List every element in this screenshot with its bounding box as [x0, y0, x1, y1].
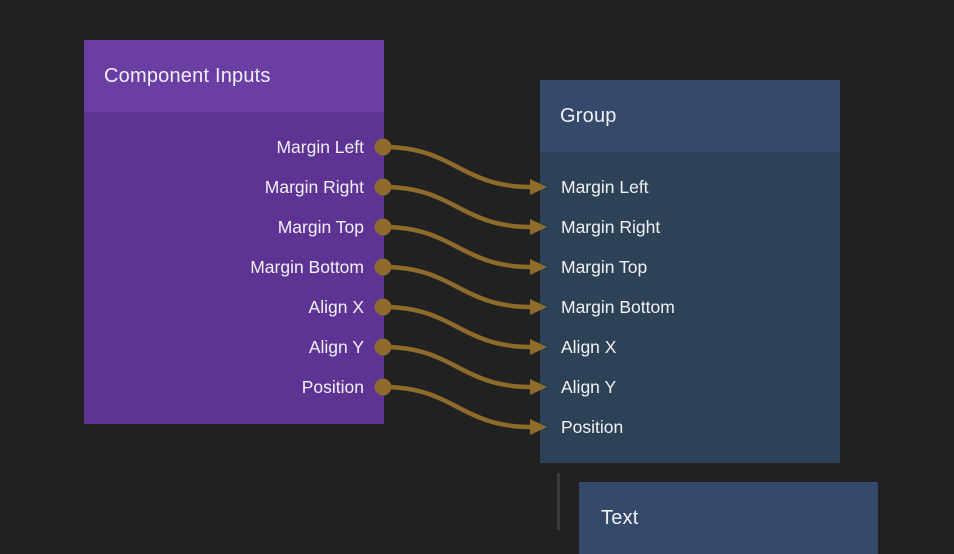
input-port-label: Align Y [561, 376, 617, 397]
input-port-align-y[interactable]: Align Y [540, 367, 840, 407]
connection-margin-right[interactable] [374, 178, 548, 236]
input-port-label: Margin Top [561, 256, 648, 277]
input-port-label: Align X [561, 336, 617, 357]
input-port-margin-top[interactable]: Margin Top [540, 247, 840, 287]
input-port-label: Margin Bottom [561, 296, 675, 317]
node-group[interactable]: Group Margin Left Margin Right Margin To… [540, 80, 840, 463]
connection-margin-top[interactable] [374, 218, 548, 276]
input-port-margin-bottom[interactable]: Margin Bottom [540, 287, 840, 327]
output-port-label: Margin Top [277, 216, 364, 237]
node-group-header[interactable]: Group [540, 80, 840, 152]
output-port-label: Margin Bottom [250, 256, 364, 277]
node-component-inputs-header[interactable]: Component Inputs [84, 40, 384, 112]
connection-align-x[interactable] [374, 298, 548, 356]
node-component-inputs[interactable]: Component Inputs Margin Left Margin Righ… [84, 40, 384, 424]
output-port-label: Align X [308, 296, 364, 317]
input-port-align-x[interactable]: Align X [540, 327, 840, 367]
output-port-align-x[interactable]: Align X [84, 287, 384, 327]
node-component-inputs-body: Margin Left Margin Right Margin Top Marg… [84, 112, 384, 424]
input-port-label: Margin Left [561, 176, 649, 197]
node-text[interactable]: Text [579, 482, 878, 554]
output-port-label: Margin Left [276, 136, 364, 157]
node-title: Component Inputs [104, 64, 271, 87]
output-port-label: Align Y [308, 336, 364, 357]
input-port-label: Position [561, 416, 624, 437]
output-port-margin-bottom[interactable]: Margin Bottom [84, 247, 384, 287]
connection-position[interactable] [374, 378, 548, 436]
input-port-margin-right[interactable]: Margin Right [540, 207, 840, 247]
connection-margin-left[interactable] [374, 138, 548, 196]
output-port-position[interactable]: Position [84, 367, 384, 407]
connection-margin-bottom[interactable] [374, 258, 548, 316]
output-port-label: Position [301, 376, 364, 397]
vertical-wire-stub [557, 473, 560, 530]
node-title: Text [601, 506, 639, 529]
input-port-position[interactable]: Position [540, 407, 840, 447]
input-port-label: Margin Right [561, 216, 661, 237]
input-port-margin-left[interactable]: Margin Left [540, 167, 840, 207]
output-port-margin-top[interactable]: Margin Top [84, 207, 384, 247]
connection-align-y[interactable] [374, 338, 548, 396]
output-port-margin-right[interactable]: Margin Right [84, 167, 384, 207]
node-text-header[interactable]: Text [579, 482, 878, 554]
node-title: Group [560, 104, 617, 127]
output-port-margin-left[interactable]: Margin Left [84, 127, 384, 167]
node-group-body: Margin Left Margin Right Margin Top Marg… [540, 152, 840, 464]
output-port-align-y[interactable]: Align Y [84, 327, 384, 367]
output-port-label: Margin Right [264, 176, 364, 197]
